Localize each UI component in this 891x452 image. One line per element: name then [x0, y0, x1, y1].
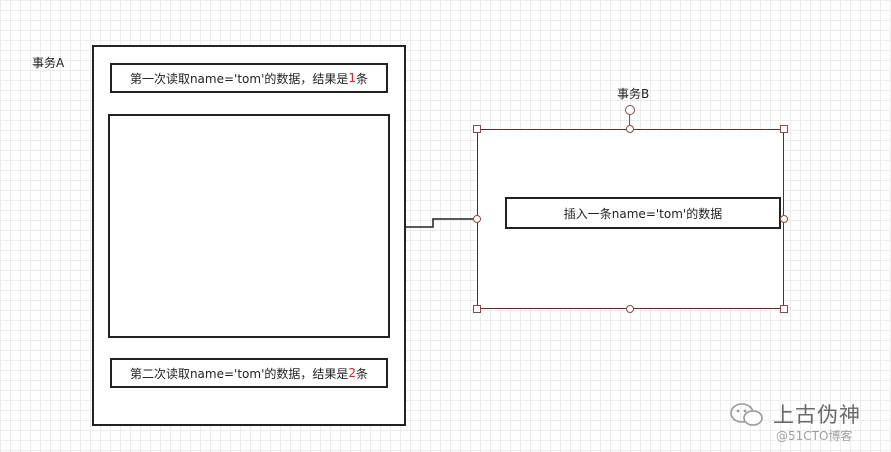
- resize-handle-bottom-left[interactable]: [473, 305, 481, 313]
- resize-handle-top[interactable]: [626, 125, 634, 133]
- wechat-icon: [730, 403, 763, 426]
- watermark-name: 上古伪神: [773, 403, 861, 427]
- resize-handle-top-left[interactable]: [473, 125, 481, 133]
- insert-box: 插入一条name='tom'的数据: [505, 197, 781, 229]
- watermark-site: @51CTO博客: [776, 429, 853, 443]
- first-read-text: 第一次读取name='tom'的数据，结果是: [129, 71, 349, 86]
- first-read-unit: 条: [356, 71, 369, 86]
- insert-text: 插入一条name='tom'的数据: [563, 206, 723, 221]
- second-read-count: 2: [348, 366, 357, 380]
- rotate-handle-stem: [629, 113, 630, 129]
- resize-handle-top-right[interactable]: [780, 125, 788, 133]
- resize-handle-bottom-right[interactable]: [780, 305, 788, 313]
- second-read-unit: 条: [356, 366, 369, 381]
- watermark: 上古伪神 @51CTO博客: [728, 398, 888, 448]
- rotate-handle[interactable]: [625, 105, 635, 115]
- resize-handle-bottom[interactable]: [626, 305, 634, 313]
- second-read-text: 第二次读取name='tom'的数据，结果是: [129, 366, 349, 381]
- transaction-b-title: 事务B: [617, 87, 650, 101]
- transaction-a-title: 事务A: [32, 56, 65, 70]
- resize-handle-left[interactable]: [473, 215, 481, 223]
- blank-gap-box: [108, 114, 390, 338]
- connector-arrow-line: [400, 218, 477, 228]
- first-read-count: 1: [348, 71, 357, 85]
- resize-handle-right[interactable]: [780, 215, 788, 223]
